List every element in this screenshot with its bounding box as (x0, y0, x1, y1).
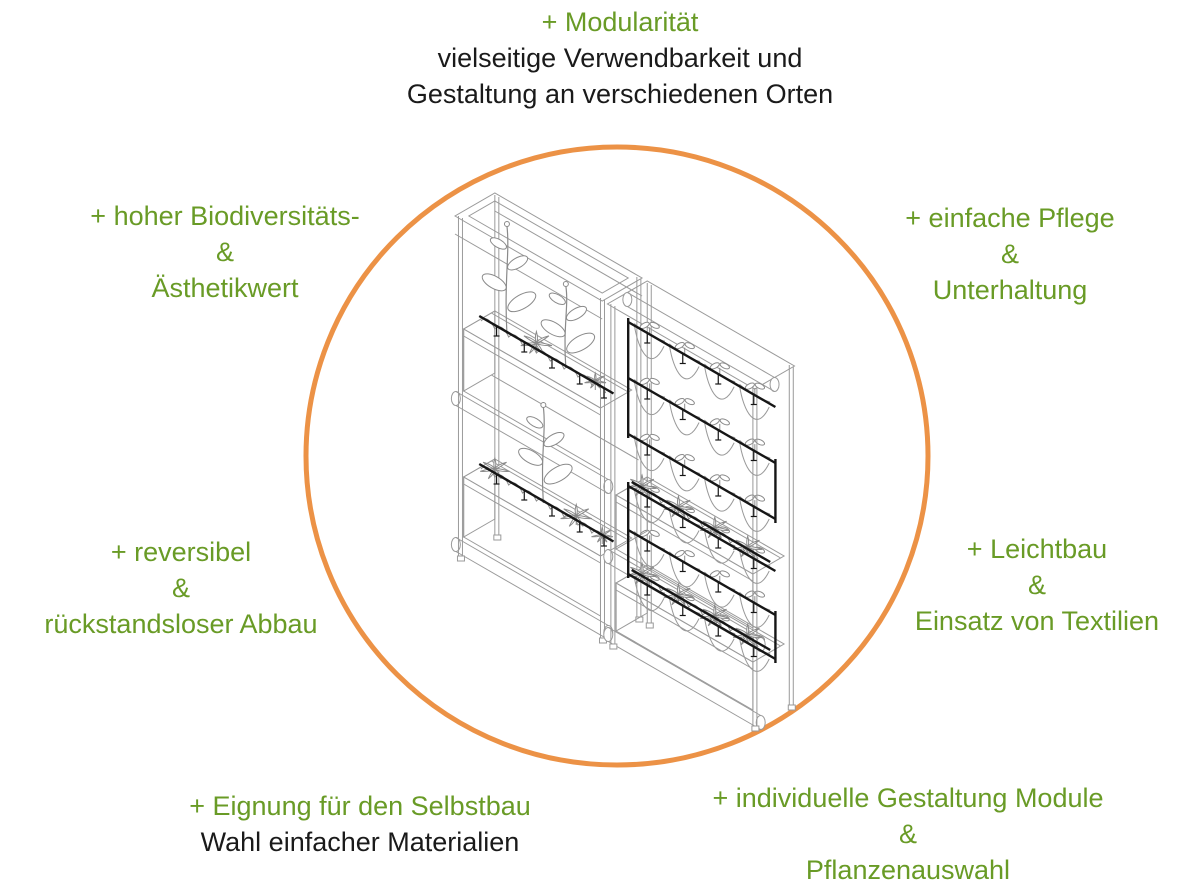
benefit-reversible-line-1: + reversibel (110, 537, 252, 567)
benefit-lightweight-amp: & (1027, 570, 1047, 600)
benefit-selfbuild-title: + Eignung für den Selbstbau (189, 791, 531, 821)
benefit-lightweight-line-2: Einsatz von Textilien (914, 606, 1160, 636)
benefit-modularity: + Modularität vielseitige Verwendbarkeit… (407, 4, 833, 112)
benefit-biodiversity-amp: & (215, 237, 235, 267)
orange-circle (303, 144, 931, 768)
benefit-individual-design-line-1: + individuelle Gestaltung Module (712, 783, 1104, 813)
benefit-individual-design: + individuelle Gestaltung Module & Pflan… (713, 780, 1104, 884)
benefit-selfbuild: + Eignung für den Selbstbau Wahl einfach… (189, 788, 531, 860)
benefit-lightweight-line-1: + Leichtbau (966, 534, 1108, 564)
benefit-care-amp: & (1000, 239, 1020, 269)
benefit-modularity-desc-1: vielseitige Verwendbarkeit und (437, 43, 803, 73)
benefit-reversible-amp: & (171, 573, 191, 603)
benefit-biodiversity: + hoher Biodiversitäts- & Ästhetikwert (90, 198, 359, 306)
benefit-individual-design-amp: & (898, 819, 917, 849)
benefit-modularity-title: + Modularität (541, 7, 699, 37)
benefit-care-line-1: + einfache Pflege (905, 203, 1115, 233)
planter-rack-isometric-drawing (450, 192, 796, 732)
benefit-reversible-line-2: rückstandsloser Abbau (44, 609, 318, 639)
benefit-lightweight: + Leichtbau & Einsatz von Textilien (915, 531, 1159, 639)
benefit-individual-design-line-2: Pflanzenauswahl (805, 855, 1011, 884)
benefit-biodiversity-line-1: + hoher Biodiversitäts- (90, 201, 360, 231)
benefit-modularity-desc-2: Gestaltung an verschiedenen Orten (406, 79, 834, 109)
benefit-biodiversity-line-2: Ästhetikwert (151, 273, 299, 303)
benefit-care-line-2: Unterhaltung (932, 275, 1088, 305)
benefit-reversible: + reversibel & rückstandsloser Abbau (44, 534, 317, 642)
benefit-selfbuild-desc: Wahl einfacher Materialien (200, 827, 520, 857)
benefit-care: + einfache Pflege & Unterhaltung (905, 200, 1114, 308)
